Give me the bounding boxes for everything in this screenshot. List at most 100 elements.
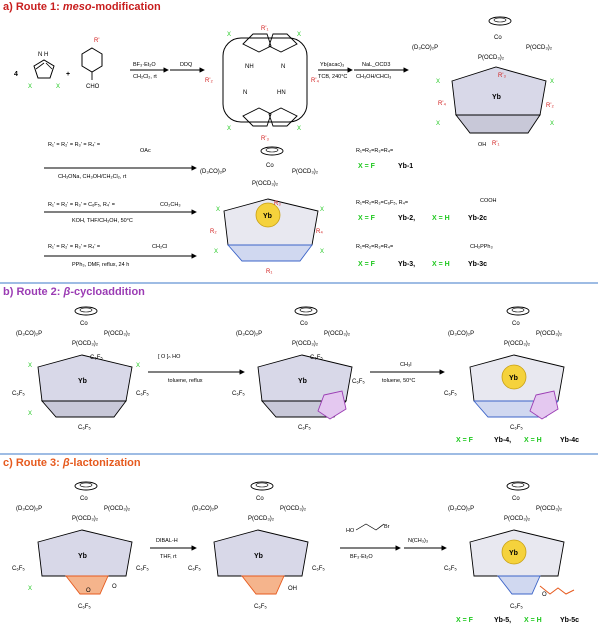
r3a-c6f5-right: C₆F₅ bbox=[136, 566, 149, 572]
yb-complex-route3-product: Co (D₃CO)₂P P(OCD₃)₂ P(OCD₃)₂ Yb O C₆F₅ … bbox=[444, 481, 575, 610]
porph-x3: X bbox=[227, 126, 231, 132]
r2c-yb: Yb bbox=[509, 375, 518, 382]
c2-r4: R₄ bbox=[316, 229, 323, 235]
prod3-xh: X = H bbox=[432, 261, 450, 268]
route3-step2-solvent: BF₃·Et₂O bbox=[350, 554, 373, 560]
porph-r2-left: R'₂ bbox=[205, 78, 213, 84]
r2a-p-right: P(OCD₃)₂ bbox=[104, 331, 131, 337]
prod1-xf: X = F bbox=[358, 163, 376, 170]
route-c-title: c) Route 3: β-lactonization bbox=[3, 457, 141, 469]
c2-x3: X bbox=[214, 249, 218, 255]
r3a-c6f5-left: C₆F₅ bbox=[12, 566, 25, 572]
step4-solvent: CH₃OH/CHCl₃ bbox=[356, 74, 391, 80]
r3b-p-left: (D₃CO)₂P bbox=[192, 506, 218, 512]
step3-solvent: TCB, 240°C bbox=[318, 74, 347, 80]
porph-r4-right: R'₄ bbox=[311, 78, 319, 84]
r2a-p-left: (D₃CO)₂P bbox=[16, 331, 42, 337]
pyrrole-x2: X bbox=[56, 84, 60, 90]
r2a-c6f5-right: C₆F₅ bbox=[136, 391, 149, 397]
r3c-c6f5-bottom: C₆F₅ bbox=[510, 604, 523, 610]
r2c-p-left: (D₃CO)₂P bbox=[448, 331, 474, 337]
r3b-c6f5-right: C₆F₅ bbox=[312, 566, 325, 572]
route3-step1-solvent: THF, rt bbox=[160, 554, 177, 560]
prod2-group: COOH bbox=[480, 198, 497, 204]
route-c-suffix: -lactonization bbox=[69, 457, 141, 469]
r3a-p-mid: P(OCD₃)₂ bbox=[72, 516, 99, 522]
r2-prod-xh: X = H bbox=[524, 437, 542, 444]
step3-reagent: Yb(acac)₃ bbox=[320, 62, 344, 68]
c2-p-right: P(OCD₃)₂ bbox=[292, 169, 319, 175]
prod2-name: Yb-2, bbox=[398, 215, 415, 222]
r3-prod-name: Yb-5, bbox=[494, 617, 511, 624]
cond3-top: R₁' = R₂' = R₃' = R₄' = bbox=[48, 244, 100, 250]
c2-r3: R₃ bbox=[274, 201, 281, 207]
porph-x1: X bbox=[227, 32, 231, 38]
rprime-label: R' bbox=[94, 38, 99, 44]
r3b-c6f5-bottom: C₆F₅ bbox=[254, 604, 267, 610]
prod2-name2: Yb-2c bbox=[468, 215, 487, 222]
yb-complex-route3-start: Co (D₃CO)₂P P(OCD₃)₂ P(OCD₃)₂ Yb O O C₆F… bbox=[12, 481, 149, 610]
r2b-co: Co bbox=[300, 321, 308, 327]
route2-conditions: toluene, reflux bbox=[168, 378, 203, 384]
r3-prod-name2: Yb-5c bbox=[560, 617, 579, 624]
r2a-x3: X bbox=[28, 411, 32, 417]
yb-complex-route1-top: Co (D₃CO)₂P P(OCD₃)₂ P(OCD₃)₂ Yb X X X X… bbox=[412, 16, 554, 147]
r3c-co: Co bbox=[512, 496, 520, 502]
r2b-yb: Yb bbox=[298, 378, 307, 385]
yb-complex-route2-mid: Co (D₃CO)₂P P(OCD₃)₂ P(OCD₃)₂ Yb C₆F₅ C₆… bbox=[232, 306, 365, 431]
step1-reagent: BF₃·Et₂O bbox=[133, 62, 156, 68]
p-right-label: P(OCD₃)₂ bbox=[526, 45, 553, 51]
route1-reactants: 4 N H X X + CHO R' bbox=[14, 38, 103, 90]
r2c-p-right: P(OCD₃)₂ bbox=[536, 331, 563, 337]
route-a-suffix: -modification bbox=[91, 1, 161, 13]
r3a-co: Co bbox=[80, 496, 88, 502]
r2c-c6f5-left: C₆F₅ bbox=[444, 391, 457, 397]
route2-methylation-solvent: toluene, 50°C bbox=[382, 378, 415, 384]
r3c-ether-o: O bbox=[542, 592, 547, 598]
cond3-group: CH₂Cl bbox=[152, 244, 167, 250]
r3b-p-right: P(OCD₃)₂ bbox=[280, 506, 307, 512]
route1-conditions: R₁' = R₂' = R₃' = R₄' = OAc CH₃ONa, CH₃O… bbox=[44, 142, 197, 268]
route-c-emph: β bbox=[62, 457, 70, 469]
r2b-c6f5-right: C₆F₅ bbox=[352, 379, 365, 385]
r2b-p-left: (D₃CO)₂P bbox=[236, 331, 262, 337]
route3-step1-reagent: DIBAL-H bbox=[156, 538, 178, 544]
porph-r1-top: R'₁ bbox=[261, 26, 269, 32]
route3-step2-reagent: HO bbox=[346, 528, 355, 534]
cond2-bottom: KOH, THF/CH₃OH, 50°C bbox=[72, 218, 133, 224]
r2a-x1: X bbox=[28, 363, 32, 369]
prod2-xf: X = F bbox=[358, 215, 376, 222]
porph-r3-bottom: R'₃ bbox=[261, 136, 269, 142]
cond1-top: R₁' = R₂' = R₃' = R₄' = bbox=[48, 142, 100, 148]
c2-p-mid: P(OCD₃)₂ bbox=[252, 181, 279, 187]
porph-n2: N bbox=[281, 64, 285, 70]
cond3-bottom: PPh₃, DMF, reflux, 24 h bbox=[72, 262, 129, 268]
route-b-prefix: b) Route 2: bbox=[3, 286, 64, 298]
c1-r4: R'₄ bbox=[438, 101, 446, 107]
pyrrole-ring bbox=[33, 59, 55, 79]
r2c-co: Co bbox=[512, 321, 520, 327]
prod3-xf: X = F bbox=[358, 261, 376, 268]
prod3-group: CH₂PPh₃ bbox=[470, 244, 493, 250]
r2a-c6f5-bottom: C₆F₅ bbox=[78, 425, 91, 431]
plus-sign: + bbox=[66, 71, 70, 78]
r2a-c6f5-left: C₆F₅ bbox=[12, 391, 25, 397]
yb-label: Yb bbox=[492, 94, 501, 101]
pyrrole-nh-label: N bbox=[38, 52, 42, 58]
cond2-top: R₁' = R₂' = R₃' = C₆F₅, R₄' = bbox=[48, 202, 115, 208]
r3b-p-mid: P(OCD₃)₂ bbox=[248, 516, 275, 522]
step1-solvent: CH₂Cl₂, rt bbox=[133, 74, 157, 80]
prod1-name: Yb-1 bbox=[398, 163, 413, 170]
r3-prod-xh: X = H bbox=[524, 617, 542, 624]
route-b-suffix: -cycloaddition bbox=[70, 286, 145, 298]
step2-reagent: DDQ bbox=[180, 62, 193, 68]
porph-nh: NH bbox=[245, 64, 254, 70]
route3-step2-br: Br bbox=[384, 524, 390, 530]
pyrrole-x1: X bbox=[28, 84, 32, 90]
porph-hn: HN bbox=[277, 90, 286, 96]
route3-step3-reagent: N(CH₃)₃ bbox=[408, 538, 428, 544]
r3-prod-xf: X = F bbox=[456, 617, 474, 624]
r2a-c6f5-top: C₆F₅ bbox=[90, 355, 103, 361]
